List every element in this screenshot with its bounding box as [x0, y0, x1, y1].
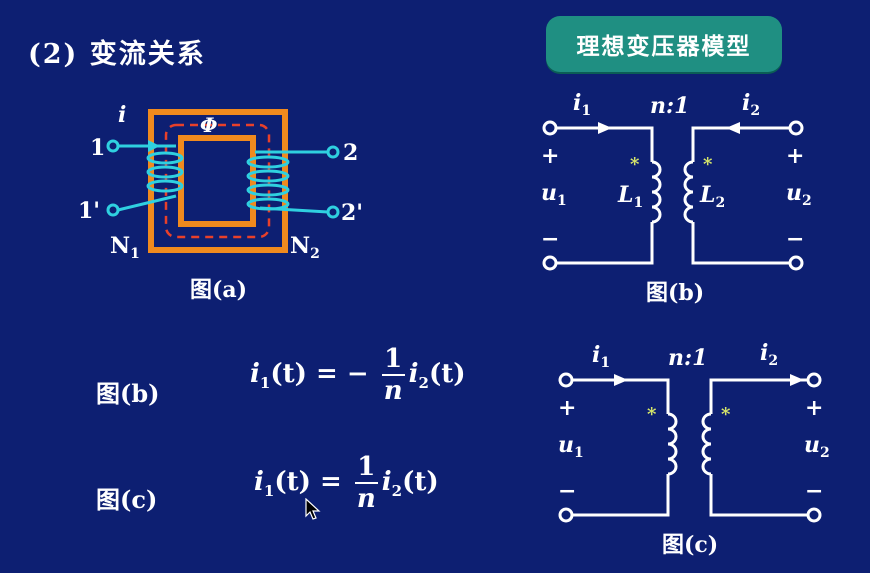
- fig-c-terminal-bottom-left[interactable]: [558, 507, 574, 523]
- fig-c-ratio: n:1: [668, 345, 707, 371]
- fig-b-plus-right: +: [786, 143, 804, 169]
- ideal-transformer-model-badge: 理想变压器模型: [546, 16, 782, 72]
- n2-label: N2: [290, 233, 320, 262]
- eq-b-rhs-arg: (t): [428, 359, 466, 389]
- eq-b-denominator: n: [381, 374, 405, 406]
- eq-c-lhs-arg: (t): [274, 467, 311, 497]
- eq-c-lhs-i: i: [254, 467, 264, 497]
- terminal-2p-label: 2': [341, 200, 363, 226]
- fig-b-dot-primary: *: [630, 154, 640, 175]
- secondary-winding: [246, 155, 290, 211]
- fig-b-dot-secondary: *: [703, 154, 713, 175]
- equation-c-label: 图(c): [96, 485, 158, 514]
- fig-c-primary-wire: [572, 378, 670, 517]
- fig-c-dot-primary: *: [647, 404, 657, 425]
- eq-c-rhs-arg: (t): [402, 467, 439, 497]
- fig-c-i2-arrow: [790, 374, 804, 386]
- eq-c-denominator: n: [354, 482, 378, 514]
- fig-b-plus-left: +: [541, 143, 559, 169]
- fig-b-i1-arrow: [598, 122, 612, 134]
- eq-c-lhs-sub: 1: [263, 482, 275, 501]
- fig-c-plus-left: +: [558, 395, 576, 421]
- fig-b-ratio: n:1: [650, 93, 689, 119]
- fig-c-plus-right: +: [805, 395, 823, 421]
- terminal-1-label: 1: [90, 135, 105, 161]
- fig-c-dot-secondary: *: [721, 404, 731, 425]
- figure-a-caption: 图(a): [190, 277, 247, 303]
- fig-c-terminal-bottom-right[interactable]: [806, 507, 822, 523]
- fig-b-i2-label: i2: [742, 90, 760, 119]
- eq-c-numerator: 1: [357, 452, 376, 482]
- fig-b-primary-wire: [556, 126, 654, 265]
- fig-c-u2-label: u2: [804, 432, 830, 461]
- eq-c-operator: =: [320, 467, 342, 497]
- current-i-label: i: [118, 102, 126, 128]
- fig-b-minus-right: −: [786, 226, 804, 252]
- fig-c-secondary-wire: [709, 378, 808, 517]
- equation-b-label: 图(b): [96, 379, 160, 408]
- fig-b-L2-label: L2: [699, 182, 725, 211]
- fig-c-i1-label: i1: [592, 342, 610, 371]
- fig-b-i1-label: i1: [573, 90, 591, 119]
- eq-b-numerator: 1: [384, 344, 403, 374]
- terminal-1p-label: 1': [78, 198, 100, 224]
- eq-c-rhs-i: i: [381, 467, 392, 497]
- flux-label: Φ: [200, 113, 218, 137]
- eq-b-rhs-i: i: [408, 359, 419, 389]
- fig-c-minus-right: −: [805, 478, 823, 504]
- fig-b-u2-label: u2: [786, 180, 812, 209]
- figure-b-caption: 图(b): [646, 280, 704, 306]
- fig-c-terminal-top-right[interactable]: [806, 372, 822, 388]
- fig-b-secondary-wire: [691, 126, 790, 265]
- fig-c-primary-coil: [667, 412, 678, 476]
- eq-b-lhs-sub: 1: [259, 374, 271, 393]
- section-heading: (2) 变流关系: [28, 39, 206, 70]
- fig-c-i1-arrow: [614, 374, 628, 386]
- fig-c-secondary-coil: [701, 412, 712, 476]
- fig-b-secondary-coil: [683, 160, 694, 224]
- core-inner: [178, 135, 256, 227]
- fig-b-u1-label: u1: [541, 180, 567, 209]
- fig-c-minus-left: −: [558, 478, 576, 504]
- terminal-2-label: 2: [343, 140, 358, 166]
- eq-b-lhs-i: i: [250, 359, 260, 389]
- mouse-cursor-icon: [305, 498, 321, 520]
- fig-b-i2-arrow: [726, 122, 740, 134]
- fig-c-u1-label: u1: [558, 432, 584, 461]
- eq-b-operator: = −: [316, 359, 369, 389]
- eq-b-rhs-sub: 2: [418, 374, 429, 393]
- eq-c-rhs-sub: 2: [391, 482, 403, 501]
- fig-c-terminal-top-left[interactable]: [558, 372, 574, 388]
- fig-b-L1-label: L1: [617, 182, 643, 211]
- core-outer: [148, 109, 288, 253]
- current-arrow: [148, 140, 160, 152]
- eq-b-lhs-arg: (t): [270, 359, 307, 389]
- fig-c-i2-label: i2: [760, 340, 778, 369]
- primary-winding: [146, 151, 184, 193]
- n1-label: N1: [110, 233, 140, 262]
- fig-b-primary-coil: [651, 160, 662, 224]
- figure-c-caption: 图(c): [662, 532, 718, 558]
- lead-1p: [117, 194, 177, 212]
- fig-b-minus-left: −: [541, 226, 559, 252]
